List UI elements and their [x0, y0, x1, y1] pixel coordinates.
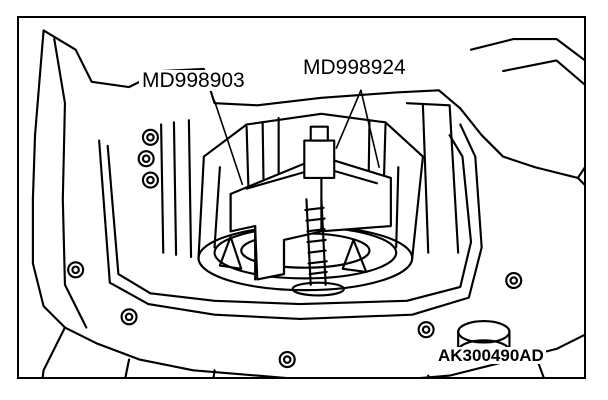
case-bolts [67, 128, 523, 369]
callout-md998903: MD998903 [139, 70, 248, 91]
center-bolt [291, 125, 345, 297]
figure-id: AK300490AD [436, 346, 546, 365]
leader-lines [213, 89, 380, 186]
transmission-illustration [31, 29, 584, 377]
callout-md998924: MD998924 [300, 57, 409, 78]
